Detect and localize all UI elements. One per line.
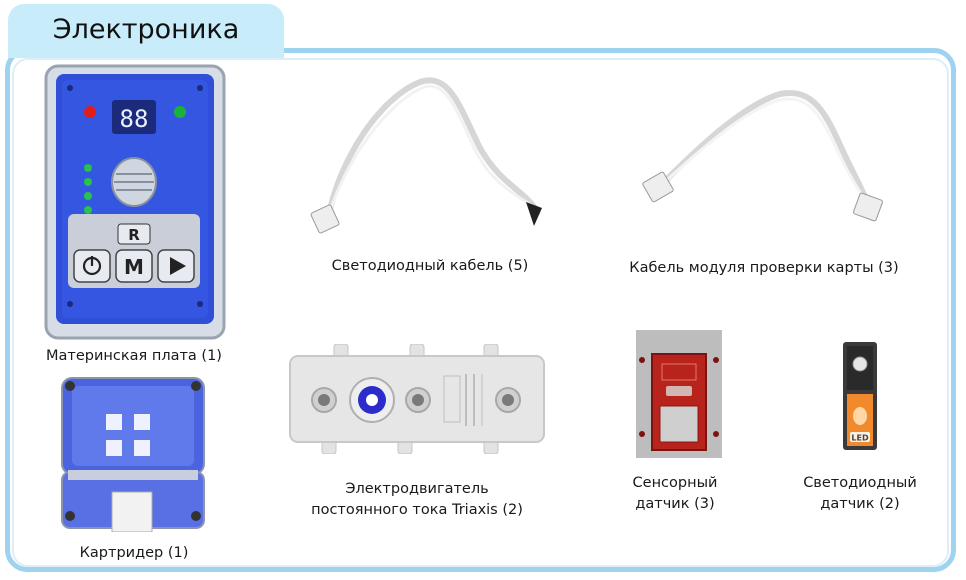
triaxis-motor-image	[286, 344, 548, 454]
board-display: 88	[120, 105, 149, 133]
card-module-cable-label: Кабель модуля проверки карты (3)	[629, 260, 899, 276]
board-m-button-label: M	[124, 255, 144, 279]
led-cable-image	[310, 68, 550, 238]
led-sensor-label-line1: Светодиодный	[803, 475, 917, 491]
led-cable-label: Светодиодный кабель (5)	[331, 258, 529, 274]
mainboard-image: 88 R M	[44, 64, 226, 340]
section-frame-inner	[12, 58, 949, 567]
card-module-cable-image	[640, 86, 890, 226]
led-sensor-label: Светодиодный датчик (2)	[790, 473, 930, 515]
touch-sensor-label: Сенсорный датчик (3)	[600, 473, 750, 515]
cardreader-image	[58, 374, 208, 532]
touch-sensor-label-line1: Сенсорный	[632, 475, 718, 491]
section-title: Электроника	[8, 4, 284, 54]
led-sensor-badge: LED	[851, 434, 869, 443]
triaxis-motor-label-line2: постоянного тока Triaxis (2)	[311, 502, 523, 518]
mainboard-label: Материнская плата (1)	[46, 348, 222, 364]
cardreader-label: Картридер (1)	[79, 545, 189, 561]
triaxis-motor-label-line1: Электродвигатель	[345, 481, 489, 497]
touch-sensor-image	[636, 330, 722, 458]
led-sensor-image: LED	[843, 342, 877, 450]
board-r-button-label: R	[128, 226, 140, 244]
led-sensor-label-line2: датчик (2)	[820, 496, 900, 512]
triaxis-motor-label: Электродвигатель постоянного тока Triaxi…	[286, 479, 548, 521]
touch-sensor-label-line2: датчик (3)	[635, 496, 715, 512]
